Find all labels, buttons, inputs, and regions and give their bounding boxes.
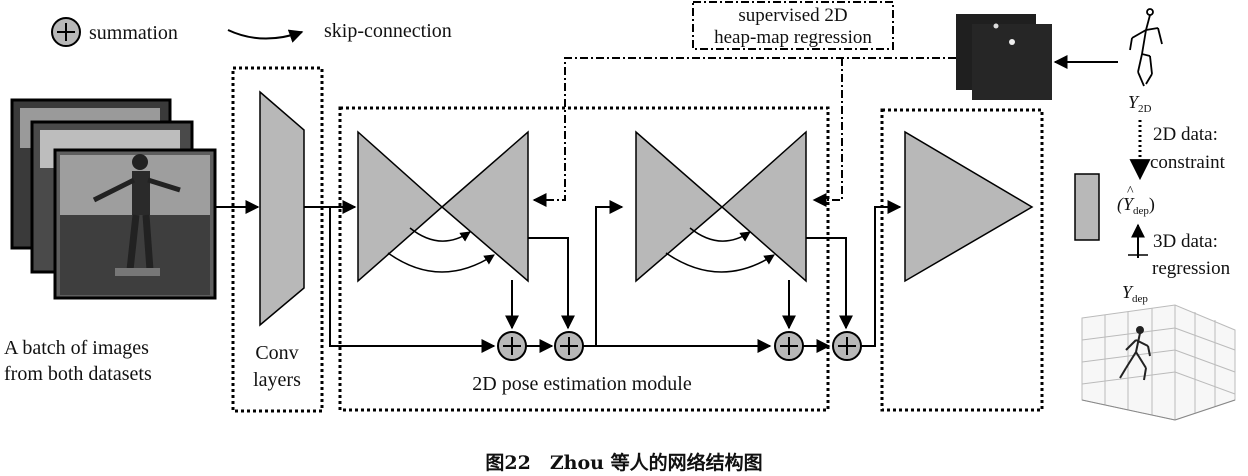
summation-legend-label: summation: [89, 22, 178, 44]
supervision-line-to-hg1: [532, 57, 956, 207]
data3d-label-line2: regression: [1152, 258, 1231, 279]
ydep-hat-label: (Ydep): [1117, 194, 1155, 217]
sum-node-3: [774, 331, 804, 361]
data2d-label-line2: constraint: [1150, 152, 1226, 173]
depth-output-block: [1074, 173, 1100, 241]
skip-connection-legend-label: skip-connection: [324, 20, 452, 42]
depth-regressor-triangle: [904, 130, 1034, 283]
arrow-sum4-to-regressor: [861, 200, 902, 347]
figure-caption: 图22 Zhou 等人的网络结构图: [485, 451, 762, 474]
conv-label-line2: layers: [253, 369, 301, 391]
sum-node-1: [497, 331, 527, 361]
ydep-label: Ydep: [1122, 282, 1148, 305]
arrow-hg1-to-sum2: [528, 237, 575, 330]
supervision-line-to-hg2: [812, 58, 843, 207]
sum-node-4: [832, 331, 862, 361]
y2d-label: Y2D: [1128, 92, 1152, 115]
sum-node-2: [554, 331, 584, 361]
depth-regressor-box: [880, 108, 1044, 412]
supervision-label-line1: supervised 2D: [738, 5, 847, 26]
input-image-stack: [10, 98, 217, 300]
supervision-box: [692, 1, 894, 50]
pose-module-box: [338, 106, 830, 412]
data3d-label-line1: 3D data:: [1153, 231, 1218, 252]
hourglass-2: [635, 130, 807, 283]
arrow-hg2-to-sum4: [806, 237, 853, 330]
conv-trapezoid: [259, 90, 305, 327]
conv-label-line1: Conv: [255, 342, 298, 364]
skip-connection-legend-arrow: [227, 29, 304, 43]
plot-3d-thumbnail: [1081, 304, 1236, 421]
skeleton-3d-icon: [1119, 326, 1151, 381]
supervision-label-line2: heap-map regression: [714, 27, 872, 48]
data2d-label-line1: 2D data:: [1153, 124, 1218, 145]
heatmap-stack: [956, 14, 1052, 100]
pose-module-label: 2D pose estimation module: [472, 373, 692, 395]
arrow-conv-skip-to-sum1: [329, 207, 496, 353]
summation-legend-icon: [51, 17, 81, 47]
input-caption-line2: from both datasets: [4, 363, 152, 385]
hat-mark-icon: ^: [1127, 184, 1134, 199]
input-caption-line1: A batch of images: [4, 337, 149, 359]
conv-box: [231, 66, 324, 413]
arrow-sum2-to-hg2: [583, 200, 624, 347]
legend: summation skip-connection: [51, 17, 452, 47]
skeleton-2d-icon: [1129, 8, 1163, 87]
hourglass-1: [357, 130, 529, 283]
